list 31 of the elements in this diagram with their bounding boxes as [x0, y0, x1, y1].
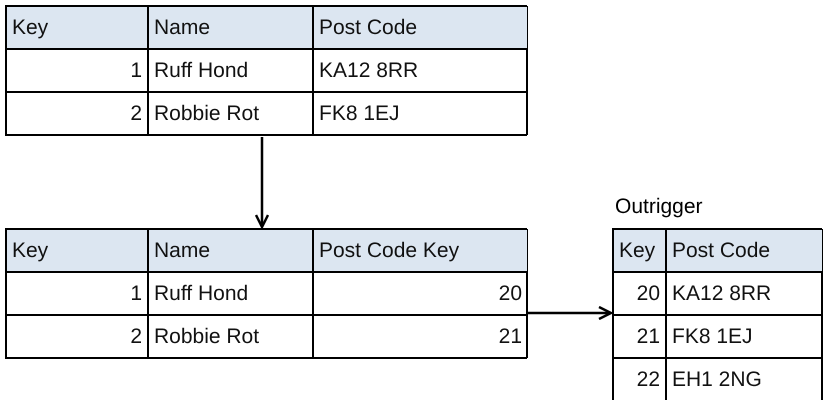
table-cell: 1: [6, 49, 148, 92]
header-cell: Post Code: [313, 6, 528, 49]
table-cell: 2: [6, 315, 148, 358]
table-cell: KA12 8RR: [666, 272, 823, 315]
table-cell: 21: [613, 315, 666, 358]
table-cell: FK8 1EJ: [313, 92, 528, 135]
data-table: [5, 5, 527, 136]
table-cell: Ruff Hond: [148, 272, 313, 315]
table-cell: Ruff Hond: [148, 49, 313, 92]
arrow: [254, 137, 270, 228]
table-cell: 22: [613, 358, 666, 400]
table-cell: Robbie Rot: [148, 92, 313, 135]
table-cell: 20: [313, 272, 528, 315]
table-cell: KA12 8RR: [313, 49, 528, 92]
header-cell: Post Code: [666, 229, 823, 272]
table-heading: Outrigger: [615, 195, 703, 219]
header-cell: Post Code Key: [313, 229, 528, 272]
header-cell: Key: [6, 6, 148, 49]
header-cell: Name: [148, 6, 313, 49]
header-cell: Key: [6, 229, 148, 272]
table-cell: Robbie Rot: [148, 315, 313, 358]
arrow: [528, 306, 612, 320]
table-cell: 20: [613, 272, 666, 315]
table-cell: FK8 1EJ: [666, 315, 823, 358]
data-table: [5, 228, 527, 359]
table-cell: 21: [313, 315, 528, 358]
header-cell: Name: [148, 229, 313, 272]
header-cell: Key: [613, 229, 666, 272]
table-cell: EH1 2NG: [666, 358, 823, 400]
table-cell: 2: [6, 92, 148, 135]
table-cell: 1: [6, 272, 148, 315]
